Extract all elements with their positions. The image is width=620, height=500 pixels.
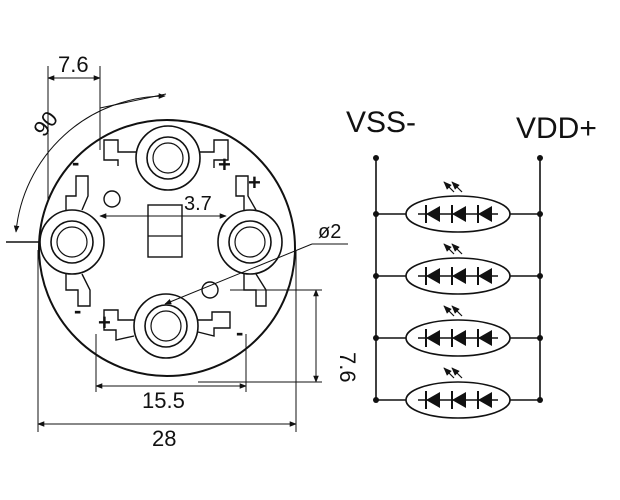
led-symbol xyxy=(477,205,492,223)
dim-hole-diameter: ø2 xyxy=(318,221,341,243)
schematic-rows xyxy=(373,181,543,419)
board-drawing: - + + - + - 7.6 90 3.7 ø2 7.6 15.5 xyxy=(6,52,360,451)
led-footprint-top xyxy=(103,125,229,191)
led-row xyxy=(373,367,543,419)
led-symbol xyxy=(451,329,466,347)
dim-right-height: 7.6 xyxy=(335,352,360,383)
pad-mark-2: + xyxy=(218,152,231,177)
led-symbol xyxy=(451,391,466,409)
mounting-hole-left xyxy=(103,190,121,208)
vdd-label: VDD+ xyxy=(516,112,597,145)
board-outline xyxy=(38,119,296,377)
led-symbol xyxy=(451,205,466,223)
dim-angle: 90 xyxy=(28,106,63,141)
center-pad xyxy=(147,204,183,258)
dim-top-width: 7.6 xyxy=(58,52,89,77)
led-symbol xyxy=(477,329,492,347)
led-footprint-bottom xyxy=(103,293,231,359)
pad-mark-4: - xyxy=(74,298,81,323)
led-symbol xyxy=(477,391,492,409)
led-symbol xyxy=(425,267,440,285)
pad-mark-6: - xyxy=(236,320,243,345)
mounting-hole-right xyxy=(201,281,219,299)
dim-overall-diameter: 28 xyxy=(152,426,176,451)
dim-pad-span: 15.5 xyxy=(142,388,185,413)
led-symbol xyxy=(425,205,440,223)
pad-mark-5: + xyxy=(98,310,111,335)
led-footprint-right xyxy=(217,175,283,307)
pad-mark-3: + xyxy=(248,170,261,195)
pad-mark-1: - xyxy=(72,150,79,175)
led-symbol xyxy=(477,267,492,285)
led-row xyxy=(373,305,543,357)
led-schematic: VSS- VDD+ xyxy=(346,106,597,419)
led-row xyxy=(373,181,543,233)
led-symbol xyxy=(425,329,440,347)
led-row xyxy=(373,243,543,295)
dim-center-spacing: 3.7 xyxy=(184,193,212,215)
led-symbol xyxy=(425,391,440,409)
led-symbol xyxy=(451,267,466,285)
vss-label: VSS- xyxy=(346,106,416,139)
